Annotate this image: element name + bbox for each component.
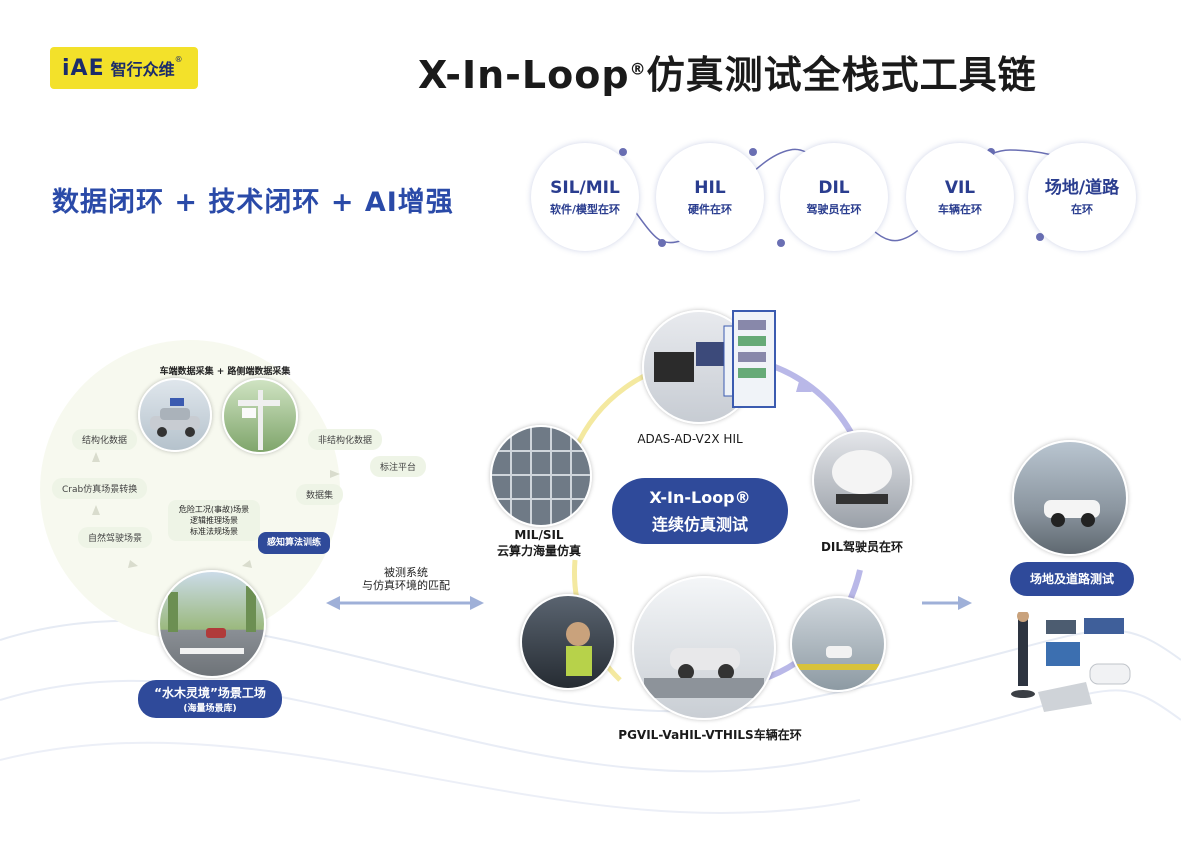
- road-test-photo: [1012, 440, 1128, 556]
- title-rest: 仿真测试全栈式工具链: [646, 53, 1037, 97]
- title-registered: ®: [629, 59, 647, 79]
- stage-sub: 驾驶员在环: [806, 202, 862, 216]
- car-icon: [150, 398, 200, 437]
- scene-factory-photo: [158, 570, 266, 678]
- mil-sil-photo: [490, 425, 592, 527]
- page-title: X-In-Loop®仿真测试全栈式工具链: [418, 44, 1037, 99]
- scenario-danger: 危险工况(事故)场景: [178, 505, 250, 514]
- data-collection-header: 车端数据采集 + 路侧端数据采集: [159, 367, 291, 377]
- company-logo: iAE 智行众维 ®: [50, 47, 198, 89]
- unstructured-data-tag: 非结构化数据: [308, 429, 383, 450]
- mil-sil-line-1: MIL/SIL: [514, 528, 564, 542]
- stage-name: SIL/MIL: [550, 177, 620, 198]
- stage-field-road: 场地/道路 在环: [1028, 143, 1136, 251]
- dil-photo: [812, 430, 912, 530]
- test-field-car-icon: [792, 646, 884, 670]
- natural-driving-tag: 自然驾驶场景: [78, 527, 153, 548]
- scenario-types: 危险工况(事故)场景 逻辑推理场景 标准法规场景: [168, 500, 260, 541]
- vehicle-lab-icon: [644, 648, 764, 698]
- stage-vil: VIL 车辆在环: [906, 143, 1014, 251]
- scene-factory-label: “水木灵境”场景工场 (海量场景库): [138, 680, 282, 718]
- dil-label: DIL驾驶员在环: [820, 540, 904, 554]
- scene-factory-title: “水木灵境”场景工场: [154, 686, 266, 700]
- adas-hil-label: ADAS-AD-V2X HIL: [637, 432, 743, 446]
- road-scene-icon: [168, 586, 256, 654]
- roadside-collection-photo: [222, 378, 298, 454]
- stage-sil-mil: SIL/MIL 软件/模型在环: [531, 143, 639, 251]
- stage-name: VIL: [944, 177, 976, 198]
- logo-registered: ®: [174, 55, 183, 64]
- logo-mark: iAE: [62, 55, 105, 81]
- roadside-sensor-icon: [238, 390, 280, 450]
- vehicle-in-loop-field-photo: [790, 596, 886, 692]
- mil-sil-label: MIL/SIL 云算力海量仿真: [476, 528, 602, 559]
- scene-factory-sub: (海量场景库): [183, 704, 237, 714]
- stage-dil: DIL 驾驶员在环: [780, 143, 888, 251]
- scenario-logic: 逻辑推理场景: [190, 516, 238, 525]
- stage-name: HIL: [694, 177, 726, 198]
- matching-label: 被测系统 与仿真环境的匹配: [356, 566, 456, 592]
- structured-data-tag: 结构化数据: [72, 429, 138, 450]
- road-test-car-icon: [1044, 500, 1100, 527]
- slogan: 数据闭环 + 技术闭环 + AI增强: [52, 187, 454, 218]
- matching-line-1: 被测系统: [384, 566, 428, 579]
- crab-conversion-tag: Crab仿真场景转换: [52, 478, 148, 499]
- stage-sub: 车辆在环: [938, 202, 982, 216]
- field-road-test-label: 场地及道路测试: [1010, 562, 1134, 596]
- annotation-platform-tag: 标注平台: [370, 456, 427, 477]
- center-line-2: 连续仿真测试: [651, 515, 748, 534]
- simulation-grid-icon: [492, 450, 590, 500]
- title-main: X-In-Loop: [418, 53, 630, 97]
- stage-sub: 在环: [1071, 202, 1093, 216]
- scenario-regulation: 标准法规场景: [190, 527, 238, 536]
- vehicle-collection-photo: [138, 378, 212, 452]
- field-test-equipment: [1011, 612, 1131, 712]
- vehicle-in-loop-driver-photo: [520, 594, 616, 690]
- stage-name: DIL: [818, 177, 850, 198]
- vehicle-in-loop-lab-photo: [632, 576, 776, 720]
- mil-sil-line-2: 云算力海量仿真: [496, 544, 581, 558]
- driver-icon: [566, 622, 592, 676]
- perception-training-tag: 感知算法训练: [258, 532, 330, 554]
- stage-sub: 软件/模型在环: [549, 202, 621, 216]
- matching-line-2: 与仿真环境的匹配: [362, 579, 450, 592]
- driving-simulator-icon: [832, 450, 892, 504]
- hil-rack-photo: [732, 310, 776, 408]
- center-xil-label: X-In-Loop® 连续仿真测试: [612, 478, 788, 544]
- stage-sub: 硬件在环: [688, 202, 732, 216]
- center-line-1: X-In-Loop®: [649, 488, 751, 507]
- rack-icon: [738, 320, 766, 378]
- logo-name: 智行众维: [110, 60, 175, 79]
- stage-name: 场地/道路: [1044, 177, 1120, 198]
- dataset-tag: 数据集: [296, 484, 344, 505]
- stage-hil: HIL 硬件在环: [656, 143, 764, 251]
- pgvil-label: PGVIL-VaHIL-VTHILS车辆在环: [618, 728, 802, 742]
